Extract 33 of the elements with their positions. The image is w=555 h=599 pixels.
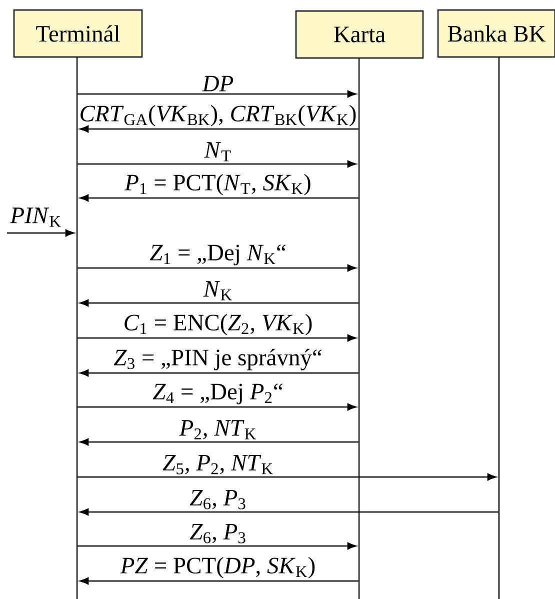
arrow (7, 229, 74, 237)
arrow (80, 299, 358, 307)
arrow (78, 160, 356, 168)
arrow (78, 473, 496, 481)
edge-label: PZ = PCT(DP, SK$_{K}$) (120, 557, 315, 578)
arrow (78, 403, 356, 411)
arrow (80, 194, 358, 202)
edge-label: DP (202, 76, 234, 92)
arrow (80, 577, 358, 585)
arrow (80, 508, 498, 516)
participant-box: Terminál (13, 9, 143, 58)
arrow (80, 369, 358, 377)
participant-box: Karta (295, 10, 424, 59)
arrow (78, 542, 356, 550)
edge-label: Z$_{6}$, P$_{3}$ (190, 490, 246, 510)
arrow (78, 264, 356, 272)
participant-box: Banka BK (437, 9, 555, 58)
arrow (80, 438, 358, 446)
edge-label: Z$_{4}$ = „Dej P$_{2}$“ (152, 384, 282, 404)
edge-label: C$_{1}$ = ENC(Z$_{2}$, VK$_{K}$) (124, 314, 312, 336)
edge-label: N$_{T}$ (204, 142, 231, 162)
edge-label: PIN$_{K}$ (10, 208, 61, 227)
edge-label: CRT$_{GA}$(VK$_{BK}$), CRT$_{BK}$(VK$_{K}$) (80, 105, 356, 126)
edge-label: Z$_{1}$ = „Dej N$_{K}$“ (150, 244, 286, 266)
arrow (78, 90, 356, 98)
edge-label: P$_{2}$, NT$_{K}$ (179, 420, 256, 440)
edge-label: Z$_{5}$, P$_{2}$, NT$_{K}$ (162, 455, 273, 474)
edge-label: Z$_{6}$, P$_{3}$ (190, 524, 246, 544)
arrow (78, 334, 356, 342)
edge-label: N$_{K}$ (203, 281, 232, 300)
edge-label: Z$_{3}$ = „PIN je správný“ (114, 348, 322, 370)
edge-label: P$_{1}$ = PCT(N$_{T}$, SK$_{K}$) (124, 174, 310, 196)
arrow (80, 125, 358, 133)
